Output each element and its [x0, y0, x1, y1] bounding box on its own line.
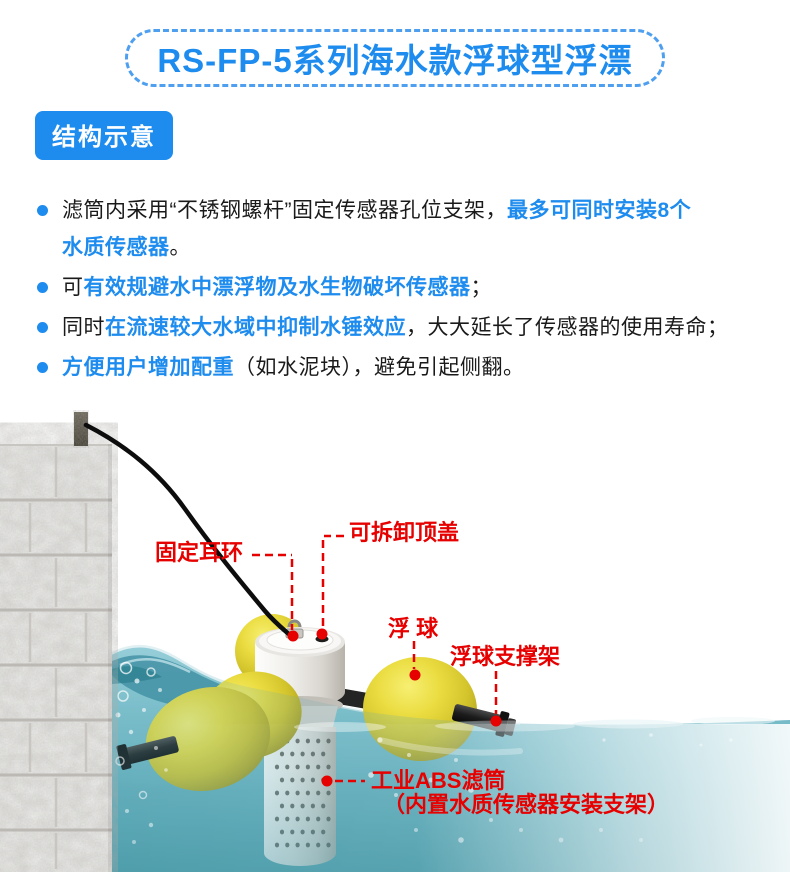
bullet-dot-icon: [37, 322, 48, 333]
wall-mortar-lines: [0, 498, 112, 832]
bullet-dot-icon: [37, 282, 48, 293]
bubbles: [115, 661, 733, 844]
leader-top-cover: [321, 534, 344, 628]
label-fixing-ring: 固定耳环: [155, 540, 244, 565]
leader-dots: [287, 628, 502, 787]
bullet-dot-icon: [37, 362, 48, 373]
feature-text-segment: 有效规避水中漂浮物及水生物破坏传感器: [83, 276, 471, 299]
feature-text-segment: 在流速较大水域中抑制水锤效应: [105, 316, 406, 339]
feature-text-segment: 。: [169, 236, 191, 259]
feature-text-segment: 滤筒内采用“不锈钢螺杆”固定传感器孔位支架，: [62, 199, 507, 222]
feature-text-segment: 同时: [62, 316, 105, 339]
leader-fixing-ring: [252, 553, 294, 630]
bullet-dot-icon: [37, 205, 48, 216]
pier-wall: [0, 412, 112, 872]
water-overlay: [112, 644, 790, 872]
section-badge: 结构示意: [35, 111, 173, 160]
feature-item: 可有效规避水中漂浮物及水生物破坏传感器；: [37, 269, 762, 306]
feature-text-segment: 可: [62, 276, 84, 299]
label-abs-filter-2: （内置水质传感器安装支架）: [383, 792, 670, 817]
label-abs-filter-1: 工业ABS滤筒: [371, 768, 506, 793]
label-top-cover: 可拆卸顶盖: [349, 520, 460, 545]
title-banner: RS-FP-5系列海水款浮球型浮漂: [125, 29, 665, 87]
diagram-artwork: [0, 412, 790, 872]
fixing-ring-part: [287, 619, 302, 628]
feature-list: 滤筒内采用“不锈钢螺杆”固定传感器孔位支架，最多可同时安装8个水质传感器。可有效…: [37, 192, 762, 386]
feature-text-segment: ；: [470, 276, 492, 299]
feature-item: 方便用户增加配重（如水泥块），避免引起侧翻。: [37, 349, 762, 386]
feature-text-segment: 最多可同时安装8个: [507, 199, 692, 222]
label-float-ball: 浮 球: [388, 616, 439, 641]
label-ball-bracket: 浮球支撑架: [450, 644, 561, 669]
feature-item: 同时在流速较大水域中抑制水锤效应，大大延长了传感器的使用寿命；: [37, 309, 762, 346]
feature-text-segment: 方便用户增加配重: [62, 356, 234, 379]
feature-text-segment: （如水泥块），避免引起侧翻。: [234, 356, 525, 379]
feature-item: 滤筒内采用“不锈钢螺杆”固定传感器孔位支架，最多可同时安装8个水质传感器。: [37, 192, 762, 266]
product-diagram: 固定耳环 可拆卸顶盖 浮 球 浮球支撑架 工业ABS滤筒 （内置水质传感器安装支…: [0, 409, 790, 872]
mooring-cable: [83, 422, 295, 640]
page-title: RS-FP-5系列海水款浮球型浮漂: [157, 42, 633, 79]
label-leader-lines: [252, 534, 498, 783]
feature-text-segment: ，大大延长了传感器的使用寿命；: [406, 316, 729, 339]
feature-text-segment: 水质传感器: [62, 236, 170, 259]
